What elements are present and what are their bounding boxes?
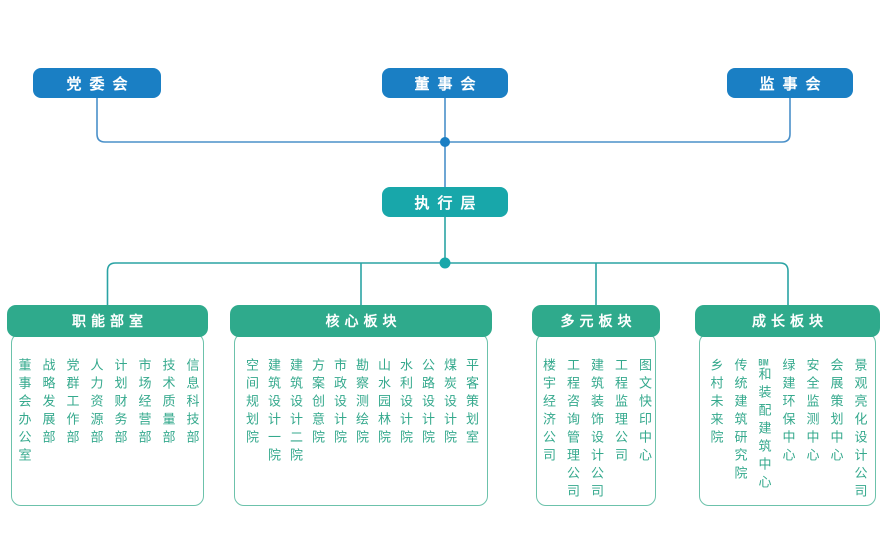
teal-connector-path [106,262,789,305]
org-item: 空间规划院 [244,358,259,448]
org-item: 图文快印中心 [637,358,652,466]
group-title: 多元板块 [532,305,660,337]
group-body: 董事会办公室战略发展部党群工作部人力资源部计划财务部市场经营部技术质量部信息科技… [11,333,204,506]
org-item: 山水园林院 [376,358,391,448]
node-party-committee: 党委会 [33,68,161,98]
org-item: 技术质量部 [160,358,176,448]
group-card-core-segment: 空间规划院建筑设计一院建筑设计二院方案创意院市政设计院勘察测绘院山水园林院水利设… [230,305,492,506]
org-item: 建筑装饰设计公司 [589,358,604,502]
node-board-of-directors: 董事会 [382,68,508,98]
org-item: 水利设计院 [398,358,413,448]
org-item: 公路设计院 [420,358,435,448]
org-item: 董事会办公室 [16,358,32,466]
group-body: 楼宇经济公司工程咨询管理公司建筑装饰设计公司工程监理公司图文快印中心 [536,333,656,506]
latin-run: BIM [758,358,769,367]
node-executive-layer: 执行层 [382,187,508,217]
group-title: 核心板块 [230,305,492,337]
org-item: 建筑设计一院 [266,358,281,466]
org-item: 建筑设计二院 [288,358,303,466]
blue-junction-dot [440,137,450,147]
org-item: 平客策划室 [464,358,479,448]
org-item: 煤炭设计院 [442,358,457,448]
org-item: 人力资源部 [88,358,104,448]
org-item: 方案创意院 [310,358,325,448]
group-card-growth-segment: 乡村未来院传统建筑研究院 BIM和装配建筑中心绿建环保中心安全监测中心会展策划中心… [695,305,880,506]
group-body: 乡村未来院传统建筑研究院 BIM和装配建筑中心绿建环保中心安全监测中心会展策划中心… [699,333,876,506]
group-title: 成长板块 [695,305,880,337]
org-item: 信息科技部 [184,358,200,448]
org-item: 计划财务部 [112,358,128,448]
org-item: 安全监测中心 [804,358,820,466]
teal-junction-dot [439,257,451,269]
org-item: 乡村未来院 [708,358,724,448]
org-item: 绿建环保中心 [780,358,796,466]
org-item: BIM和装配建筑中心 [756,358,772,493]
org-item: 工程咨询管理公司 [565,358,580,502]
node-board-of-supervisors: 监事会 [727,68,853,98]
org-item: 会展策划中心 [828,358,844,466]
org-item: 传统建筑研究院 [732,358,748,484]
org-item: 景观亮化设计公司 [852,358,868,502]
group-card-functional-departments: 董事会办公室战略发展部党群工作部人力资源部计划财务部市场经营部技术质量部信息科技… [7,305,208,506]
org-item: 战略发展部 [40,358,56,448]
blue-connector-path [96,98,791,143]
org-item: 市场经营部 [136,358,152,448]
org-item: 工程监理公司 [613,358,628,466]
org-item: 勘察测绘院 [354,358,369,448]
org-item: 党群工作部 [64,358,80,448]
group-title: 职能部室 [7,305,208,337]
org-item: 市政设计院 [332,358,347,448]
group-card-diversified-segment: 楼宇经济公司工程咨询管理公司建筑装饰设计公司工程监理公司图文快印中心 多元板块 [532,305,660,506]
group-body: 空间规划院建筑设计一院建筑设计二院方案创意院市政设计院勘察测绘院山水园林院水利设… [234,333,488,506]
org-item: 楼宇经济公司 [541,358,556,466]
